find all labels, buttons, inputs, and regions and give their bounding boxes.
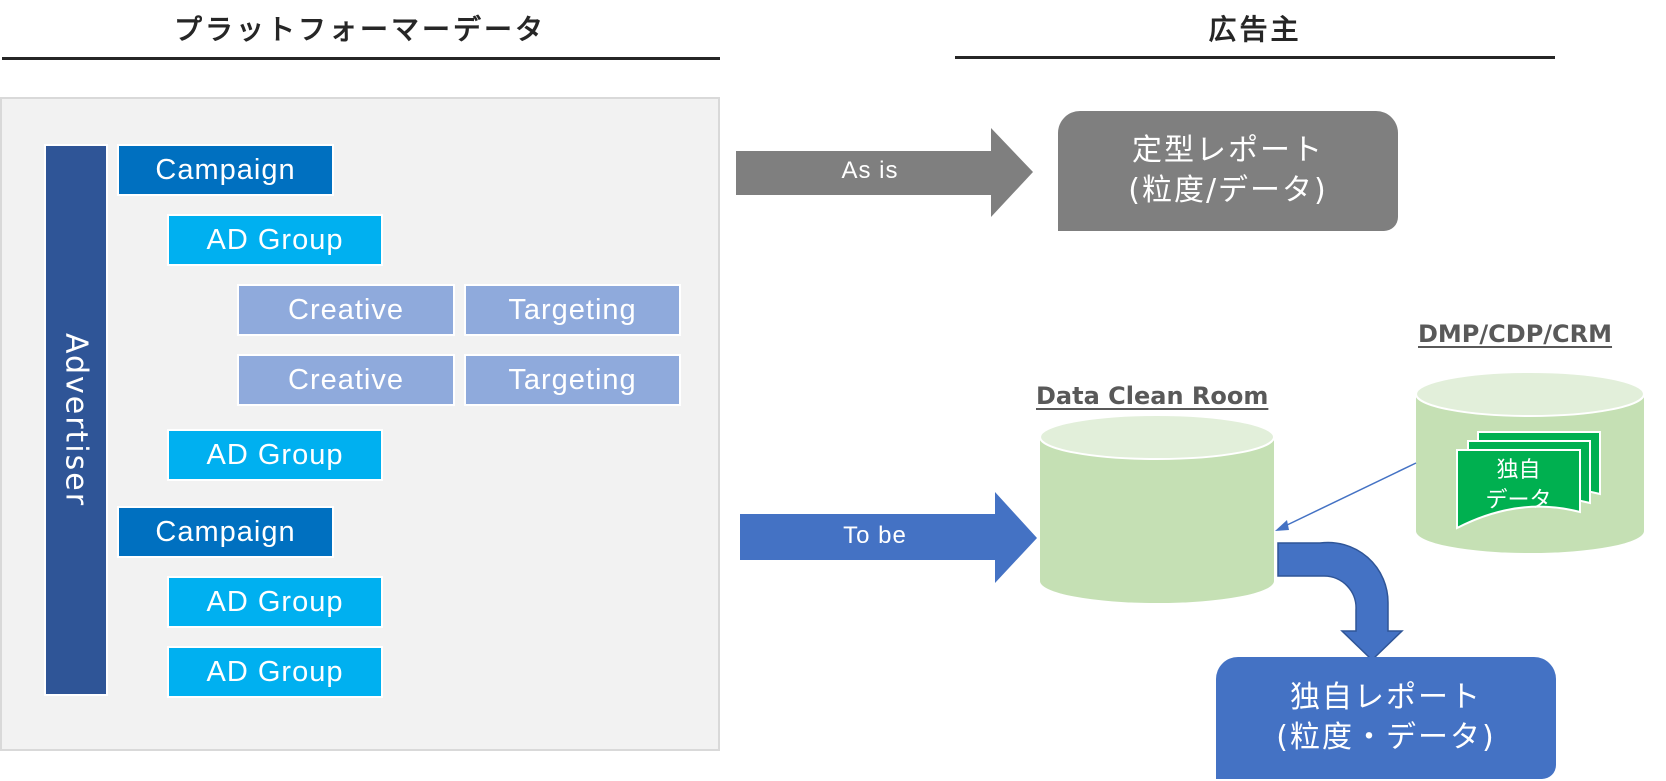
to-be-arrow	[740, 492, 1037, 583]
adgroup-box-4: AD Group	[167, 646, 383, 698]
to-be-label: To be	[843, 522, 907, 549]
platform-data-title: プラットフォーマーデータ	[173, 13, 546, 46]
data-clean-room-title: Data Clean Room	[1036, 382, 1269, 410]
creative-box-1: Creative	[237, 284, 455, 336]
advertiser-bar: Advertiser	[44, 144, 108, 696]
own-data-line1: 独自	[1496, 458, 1541, 483]
platform-data-rule	[2, 57, 720, 60]
own-data-label: 独自 データ	[1457, 456, 1580, 516]
standard-report-line2: (粒度/データ)	[1128, 173, 1328, 208]
creative-box-2: Creative	[237, 354, 455, 406]
advertiser-label: Advertiser	[58, 332, 94, 508]
as-is-arrow	[736, 128, 1033, 217]
targeting-box-1: Targeting	[464, 284, 681, 336]
own-data-line2: データ	[1485, 488, 1552, 513]
standard-report-box: 定型レポート (粒度/データ)	[1058, 111, 1398, 231]
adgroup-box-2: AD Group	[167, 429, 383, 481]
as-is-label: As is	[841, 157, 899, 184]
platform-data-panel	[0, 97, 720, 751]
adgroup-box-1: AD Group	[167, 214, 383, 266]
advertiser-side-rule	[955, 56, 1555, 59]
own-report-box: 独自レポート (粒度・データ)	[1216, 657, 1556, 779]
own-report-line2: (粒度・データ)	[1276, 720, 1496, 755]
own-data-document-icon	[1456, 431, 1601, 530]
clean-room-to-report-arrow	[1277, 541, 1404, 662]
own-report-line1: 独自レポート	[1290, 680, 1482, 715]
targeting-box-2: Targeting	[464, 354, 681, 406]
advertiser-side-title: 広告主	[1208, 13, 1302, 46]
campaign-box-2: Campaign	[117, 506, 334, 558]
adgroup-box-3: AD Group	[167, 576, 383, 628]
standard-report-line1: 定型レポート	[1132, 133, 1324, 168]
campaign-box-1: Campaign	[117, 144, 334, 196]
connector-arrowhead	[1275, 520, 1289, 531]
dmp-to-clean-room-connector	[1284, 462, 1417, 527]
data-clean-room-cylinder	[1039, 414, 1275, 603]
dmp-cdp-crm-title: DMP/CDP/CRM	[1418, 320, 1613, 348]
